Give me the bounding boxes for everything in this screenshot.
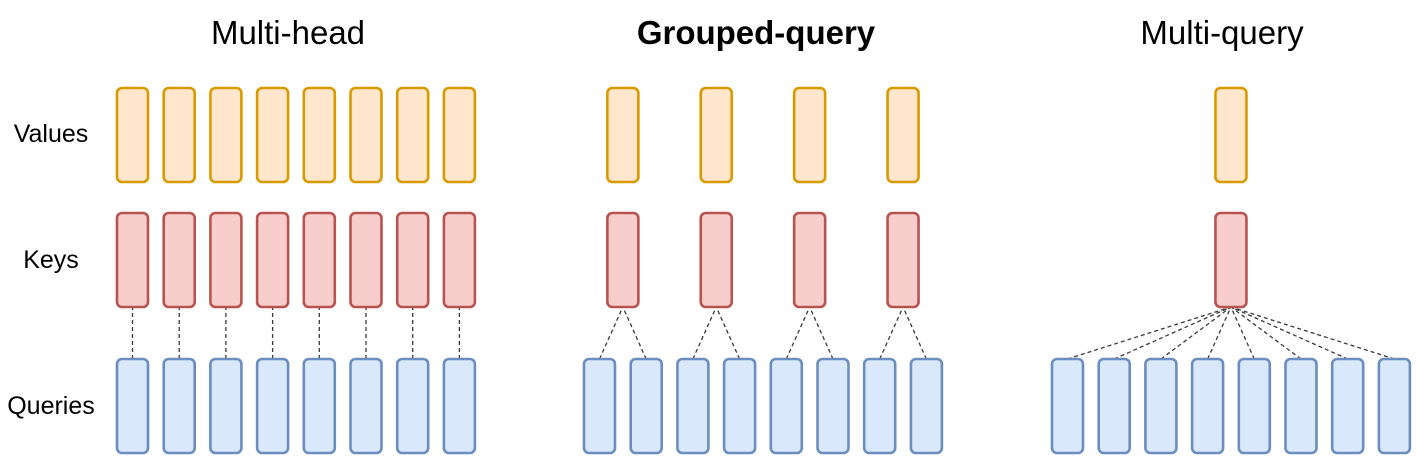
grouped-query-key-head	[699, 211, 734, 309]
grouped-query-query-head	[629, 357, 664, 455]
multi-head-value-head	[395, 86, 430, 184]
grouped-query-connector	[902, 306, 927, 360]
multi-query-connector	[1230, 306, 1348, 360]
multi-head-value-head	[349, 86, 383, 184]
multi-query-query-head	[1144, 357, 1178, 455]
grouped-query-value-head	[886, 86, 920, 184]
multi-head-query-head	[115, 357, 150, 455]
multi-head-value-head	[255, 86, 290, 184]
multi-head-key-head	[349, 211, 383, 309]
grouped-query-connector	[692, 306, 717, 360]
multi-head-query-head	[302, 357, 337, 455]
multi-head-query-head	[395, 357, 430, 455]
grouped-query-connector	[622, 306, 647, 360]
grouped-query-value-head	[606, 86, 640, 184]
multi-query-connector	[1230, 306, 1302, 360]
multi-query-connector	[1230, 306, 1395, 360]
multi-head-key-head	[255, 211, 290, 309]
multi-query-connector	[1067, 306, 1232, 360]
multi-head-key-head	[395, 211, 430, 309]
multi-head-key-head	[162, 211, 196, 309]
grouped-query-query-head	[582, 357, 617, 455]
panel-title-multi-query: Multi-query	[1140, 14, 1304, 51]
grouped-query-connector	[598, 306, 624, 360]
multi-head-value-head	[209, 86, 243, 184]
panel-title-multi-head: Multi-head	[211, 14, 365, 51]
multi-query-query-head	[1050, 357, 1085, 455]
grouped-query-query-head	[722, 357, 757, 455]
box-layer	[115, 86, 1412, 455]
grouped-query-query-head	[816, 357, 850, 455]
multi-head-value-head	[442, 86, 477, 184]
row-label-keys: Keys	[23, 246, 79, 274]
multi-head-key-head	[115, 211, 150, 309]
multi-query-connector	[1113, 306, 1232, 360]
grouped-query-connector	[785, 306, 811, 360]
multi-query-query-head	[1284, 357, 1318, 455]
multi-query-connector	[1160, 306, 1232, 360]
connector-layer	[131, 306, 1395, 360]
grouped-query-query-head	[909, 357, 944, 455]
multi-query-query-head	[1237, 357, 1272, 455]
multi-head-query-head	[209, 357, 243, 455]
grouped-query-query-head	[769, 357, 804, 455]
grouped-query-key-head	[886, 211, 920, 309]
multi-query-query-head	[1097, 357, 1131, 455]
multi-head-value-head	[162, 86, 196, 184]
multi-head-query-head	[442, 357, 477, 455]
grouped-query-key-head	[606, 211, 640, 309]
multi-head-value-head	[302, 86, 337, 184]
multi-head-value-head	[115, 86, 150, 184]
multi-head-key-head	[442, 211, 477, 309]
grouped-query-query-head	[862, 357, 897, 455]
multi-head-query-head	[255, 357, 290, 455]
row-label-queries: Queries	[7, 392, 95, 420]
multi-query-connector	[1230, 306, 1255, 360]
panel-title-grouped-query: Grouped-query	[637, 14, 876, 51]
grouped-query-key-head	[792, 211, 827, 309]
multi-head-key-head	[302, 211, 337, 309]
multi-query-query-head	[1377, 357, 1412, 455]
grouped-query-value-head	[699, 86, 734, 184]
multi-query-value-head	[1214, 86, 1248, 184]
grouped-query-connector	[879, 306, 904, 360]
grouped-query-connector	[715, 306, 741, 360]
multi-query-key-head	[1214, 211, 1248, 309]
grouped-query-connector	[809, 306, 834, 360]
multi-query-connector	[1207, 306, 1232, 360]
grouped-query-query-head	[676, 357, 710, 455]
grouped-query-value-head	[792, 86, 827, 184]
multi-head-query-head	[162, 357, 196, 455]
multi-query-query-head	[1330, 357, 1365, 455]
row-label-values: Values	[14, 120, 89, 148]
multi-query-query-head	[1190, 357, 1225, 455]
multi-head-key-head	[209, 211, 243, 309]
multi-head-query-head	[349, 357, 383, 455]
